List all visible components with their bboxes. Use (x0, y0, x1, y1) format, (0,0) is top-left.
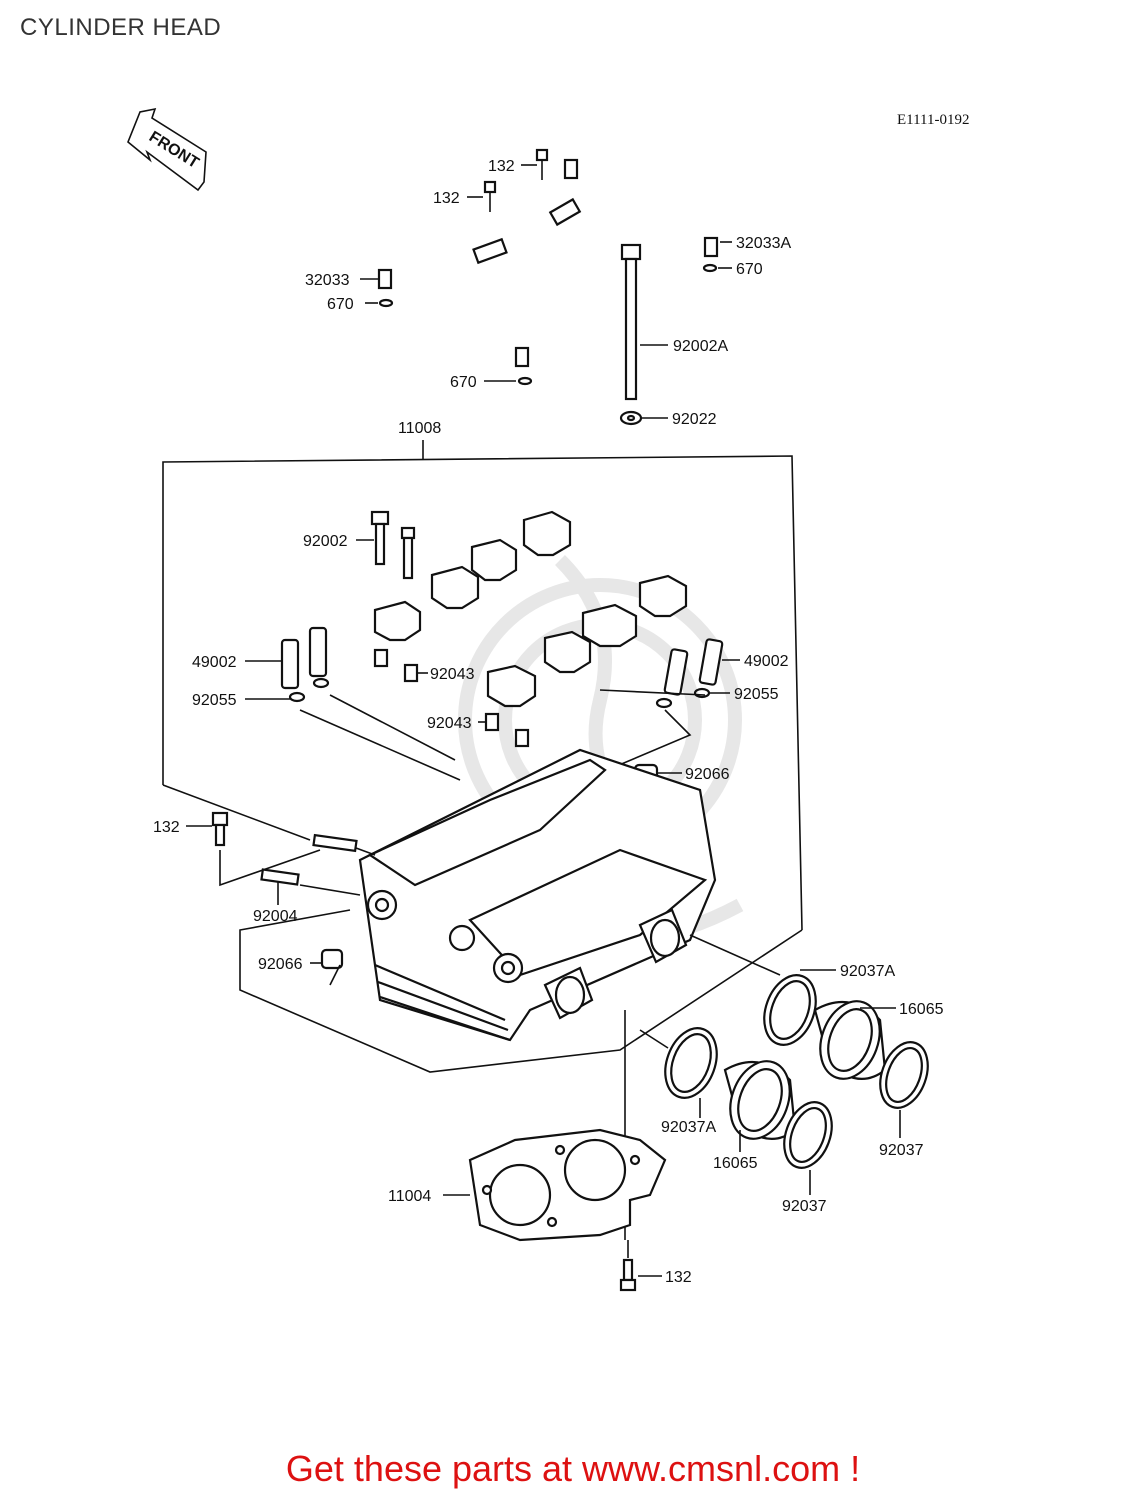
callout-label: 670 (736, 261, 763, 278)
callout-label: 92066 (258, 956, 303, 973)
front-arrow: FRONT (127, 107, 207, 192)
callout-label: 92055 (192, 692, 237, 709)
callout-label: 670 (327, 296, 354, 313)
callout-label: 49002 (744, 653, 789, 670)
front-arrow-text: FRONT (146, 128, 202, 172)
callout-label: 92066 (685, 766, 730, 783)
callout-label: 132 (153, 819, 180, 836)
assembly-bracket (162, 440, 803, 1073)
callout-label: 16065 (899, 1001, 944, 1018)
callout-label: 132 (665, 1269, 692, 1286)
callout-label: 32033A (736, 235, 791, 252)
callout-label: 92037A (840, 963, 895, 980)
callout-label: 49002 (192, 654, 237, 671)
parts-diagram: FRONT (127, 107, 944, 1292)
oil-pipes (377, 147, 719, 386)
callout-label: 92043 (430, 666, 475, 683)
cylinder-head-body (211, 748, 781, 1240)
callout-label: 92055 (734, 686, 779, 703)
callout-label: 11008 (398, 420, 441, 437)
callout-label: 92037 (879, 1142, 924, 1159)
diagram-code: E1111-0192 (897, 112, 970, 128)
callout-label: 132 (433, 190, 460, 207)
callout-labels: 132 132 32033A 670 32033 670 92002A 670 … (153, 158, 944, 1286)
intake-holders (664, 974, 929, 1169)
callout-label: 670 (450, 374, 477, 391)
page-title: CYLINDER HEAD (20, 14, 222, 41)
head-gasket (468, 1128, 667, 1292)
leader-lines (186, 164, 901, 1277)
stud-bolt (619, 243, 643, 426)
callout-label: 92002A (673, 338, 728, 355)
callout-label: 92043 (427, 715, 472, 732)
callout-label: 92002 (303, 533, 348, 550)
callout-label: 92022 (672, 411, 717, 428)
callout-label: 92037A (661, 1119, 716, 1136)
callout-label: 32033 (305, 272, 350, 289)
callout-label: 92004 (253, 908, 298, 925)
callout-label: 132 (488, 158, 515, 175)
callout-label: 16065 (713, 1155, 758, 1172)
promo-banner[interactable]: Get these parts at www.cmsnl.com ! (285, 1448, 861, 1489)
callout-label: 92037 (782, 1198, 827, 1215)
callout-label: 11004 (388, 1188, 431, 1205)
